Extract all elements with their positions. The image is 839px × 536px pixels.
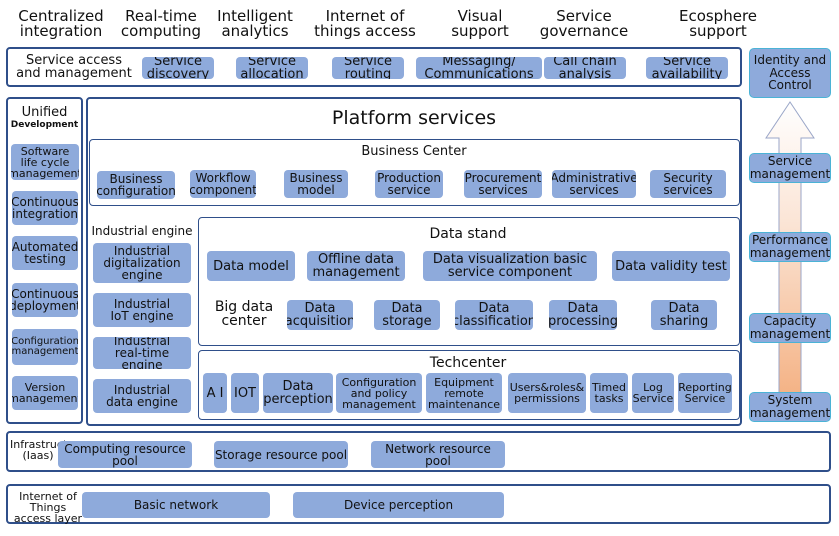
chip-equipment-maintenance[interactable]: Equipment remote maintenance [426, 373, 502, 413]
chip-industrial-digitalization-engine[interactable]: Industrial digitalization engine [93, 243, 191, 283]
big-data-center-title: Big data center [214, 299, 274, 329]
techcenter-title: Techcenter [429, 355, 507, 371]
infrastructure-panel: Infrastructure (Iaas) Computing resource… [6, 431, 831, 472]
business-center-panel: Business Center Business configuration W… [89, 139, 740, 206]
chip-business-model[interactable]: Business model [284, 170, 348, 198]
service-access-title: Service access and management [16, 53, 132, 81]
chip-continuous-integration[interactable]: Continuous integration [12, 191, 78, 225]
capability-iot-access: Internet of things access [314, 7, 416, 40]
chip-reporting-service[interactable]: Reporting Service [678, 373, 732, 413]
chip-data-visualization[interactable]: Data visualization basic service compone… [423, 251, 597, 281]
capability-intelligent-analytics: Intelligent analytics [217, 7, 293, 40]
infrastructure-title: Infrastructure (Iaas) [10, 438, 86, 462]
chip-configuration-management[interactable]: Configuration management [12, 329, 78, 365]
chip-production-service[interactable]: Production service [375, 170, 443, 198]
capability-real-time-computing: Real-time computing [120, 7, 202, 40]
chip-administrative-services[interactable]: Administrative services [552, 170, 636, 198]
chip-data-model[interactable]: Data model [207, 251, 295, 281]
chip-data-acquisition[interactable]: Data acquisition [287, 300, 353, 330]
chip-data-classification[interactable]: Data classification [455, 300, 533, 330]
chip-service-availability[interactable]: Service availability [646, 57, 728, 79]
chip-iot[interactable]: IOT [231, 373, 259, 413]
chip-messaging-communications[interactable]: Messaging/ Communications [416, 57, 542, 79]
chip-service-discovery[interactable]: Service discovery [142, 57, 214, 79]
chip-storage-resource-pool[interactable]: Storage resource pool [214, 441, 348, 468]
chip-performance-management[interactable]: Performance management [749, 232, 831, 262]
chip-users-roles-permissions[interactable]: Users&roles& permissions [508, 373, 586, 413]
capability-service-governance: Service governance [539, 7, 629, 40]
unified-development-panel: Unified Development Software life cycle … [6, 97, 83, 424]
data-stand-title: Data stand [429, 226, 507, 242]
chip-workflow-component[interactable]: Workflow component [190, 170, 256, 198]
chip-procurement-services[interactable]: Procurement services [464, 170, 542, 198]
chip-data-validity-test[interactable]: Data validity test [612, 251, 730, 281]
chip-service-allocation[interactable]: Service allocation [236, 57, 308, 79]
chip-data-processing[interactable]: Data processing [549, 300, 617, 330]
chip-continuous-deployment[interactable]: Continuous deployment [12, 283, 78, 317]
capability-centralized-integration: Centralized integration [18, 7, 104, 40]
chip-ai[interactable]: A I [203, 373, 227, 413]
iot-access-panel: Internet of Things access layer Basic ne… [6, 484, 831, 524]
chip-business-configuration[interactable]: Business configuration [97, 171, 175, 199]
chip-capacity-management[interactable]: Capacity management [749, 313, 831, 343]
chip-security-services[interactable]: Security services [650, 170, 726, 198]
unified-development-subtitle: Development [10, 120, 79, 130]
chip-network-resource-pool[interactable]: Network resource pool [371, 441, 505, 468]
chip-log-service[interactable]: Log Service [632, 373, 674, 413]
chip-data-storage[interactable]: Data storage [374, 300, 440, 330]
service-access-panel: Service access and management Service di… [6, 47, 742, 87]
platform-services-panel: Platform services Business Center Busine… [86, 97, 742, 426]
chip-configuration-policy[interactable]: Configuration and policy management [336, 373, 422, 413]
chip-service-management[interactable]: Service management [749, 153, 831, 183]
chip-computing-resource-pool[interactable]: Computing resource pool [58, 441, 192, 468]
chip-basic-network[interactable]: Basic network [82, 492, 270, 518]
chip-industrial-realtime-engine[interactable]: Industrial real-time engine [93, 337, 191, 369]
chip-version-management[interactable]: Version management [12, 376, 78, 410]
industrial-engine-title: Industrial engine [91, 224, 193, 238]
chip-industrial-data-engine[interactable]: Industrial data engine [93, 379, 191, 413]
chip-service-routing[interactable]: Service routing [332, 57, 404, 79]
chip-automated-testing[interactable]: Automated testing [12, 236, 78, 270]
chip-offline-data-management[interactable]: Offline data management [307, 251, 405, 281]
platform-services-title: Platform services [331, 107, 497, 129]
capability-ecosphere-support: Ecosphere support [678, 7, 758, 40]
chip-timed-tasks[interactable]: Timed tasks [590, 373, 628, 413]
chip-industrial-iot-engine[interactable]: Industrial IoT engine [93, 293, 191, 327]
chip-call-chain-analysis[interactable]: Call chain analysis [544, 57, 626, 79]
chip-data-sharing[interactable]: Data sharing [651, 300, 717, 330]
techcenter-panel: Techcenter A I IOT Data perception Confi… [198, 350, 740, 420]
chip-software-lifecycle[interactable]: Software life cycle management [11, 144, 79, 180]
chip-data-perception[interactable]: Data perception [263, 373, 333, 413]
data-stand-panel: Data stand Data model Offline data manag… [198, 217, 740, 346]
capability-visual-support: Visual support [451, 7, 509, 40]
unified-development-title: Unified [21, 105, 68, 120]
iot-access-title: Internet of Things access layer [13, 490, 83, 525]
business-center-title: Business Center [361, 144, 467, 159]
chip-identity-access-control[interactable]: Identity and Access Control [749, 48, 831, 98]
chip-system-management[interactable]: System management [749, 392, 831, 422]
chip-device-perception[interactable]: Device perception [293, 492, 504, 518]
